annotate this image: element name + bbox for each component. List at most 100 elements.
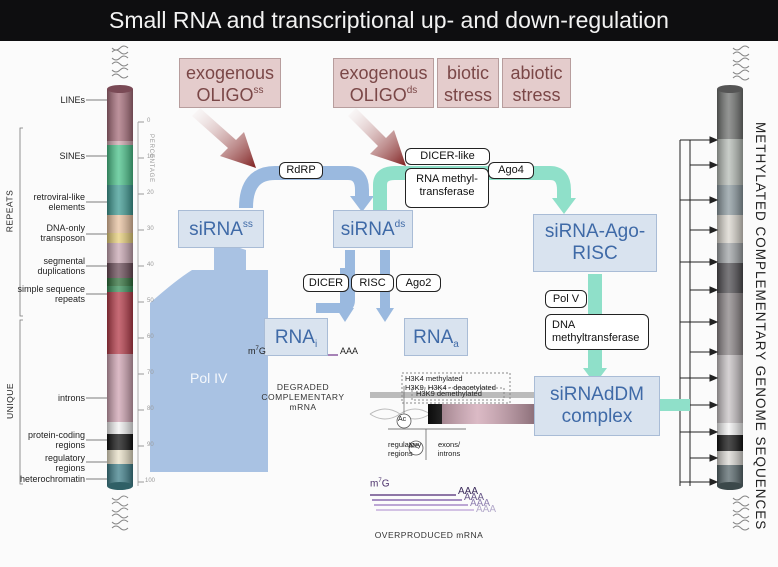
overproduced-cap-g: G xyxy=(381,478,390,490)
repeats-group-label: REPEATS xyxy=(4,189,15,233)
sirna-ss-main: siRNA xyxy=(189,219,243,240)
dna-methyltransferase-text: DNA methyltransferase xyxy=(552,319,640,344)
label-lines: LINEs xyxy=(60,95,85,105)
dna-strand-top-left xyxy=(111,45,129,79)
enzyme-ago2: Ago2 xyxy=(396,274,441,292)
rna-methyltransferase-text: RNA methyl-transferase xyxy=(416,173,478,198)
right-column-label: METHYLATED COMPLEMENTARY GENOME SEQUENCE… xyxy=(753,122,768,531)
enzyme-pol-v: Pol V xyxy=(545,290,587,308)
pol-iv-label: Pol IV xyxy=(190,370,228,386)
exons-introns-label: exons/ introns xyxy=(432,440,466,458)
overproduced-tail-4: AAA xyxy=(476,504,497,515)
siradm-line1: siRNAdDM xyxy=(550,384,644,405)
degraded-cap-m: m xyxy=(248,346,256,356)
rna-i-sub: i xyxy=(314,339,318,350)
overproduced-tail-1: AAA xyxy=(458,486,479,497)
ago-risc-line1: siRNA-Ago- xyxy=(544,221,646,242)
abiotic-line2: stress xyxy=(512,85,561,105)
enzyme-dicer: DICER xyxy=(303,274,349,292)
h3k4-line2: H3K9, H3K4 - deacetylated xyxy=(405,383,496,392)
rna-a-sub: a xyxy=(453,339,459,350)
rna-i-node: RNAi xyxy=(264,318,328,356)
sirna-ss-sup: ss xyxy=(242,219,253,230)
right-chromosome-column xyxy=(717,85,743,490)
label-protein-coding: protein-coding regions xyxy=(15,430,85,450)
exo-ds-sup: ds xyxy=(406,85,418,96)
dna-strand-bottom-left xyxy=(111,495,129,531)
biotic-line1: biotic xyxy=(446,63,490,83)
exo-ds-line2: OLIGOds xyxy=(334,84,433,110)
scale-tick-20: 20 xyxy=(147,190,154,196)
scale-tick-70: 70 xyxy=(147,370,154,376)
degraded-caption: DEGRADED COMPLEMENTARY mRNA xyxy=(261,382,345,412)
rna-a-node: RNAa xyxy=(404,318,468,356)
degraded-cap: m7G xyxy=(248,346,266,356)
scale-tick-40: 40 xyxy=(147,262,154,268)
exo-ss-oligo: OLIGO xyxy=(196,85,254,105)
rna-i-main: RNA xyxy=(274,327,315,348)
sirna-ago-risc-node: siRNA-Ago- RISC xyxy=(533,214,657,272)
label-segmental-text: segmental duplications xyxy=(37,256,85,276)
label-retroviral-text: retroviral-like elements xyxy=(33,192,85,212)
unique-group-label: UNIQUE xyxy=(5,382,16,420)
biotic-stress-box: biotic stress xyxy=(437,58,499,108)
page-title: Small RNA and transcriptional up- and do… xyxy=(0,0,778,41)
abiotic-line1: abiotic xyxy=(510,63,563,83)
scale-tick-30: 30 xyxy=(147,226,154,232)
h3k9-demethylated: H3K9 demethylated xyxy=(416,389,482,398)
label-dna-transposon: DNA-only transposon xyxy=(19,223,85,243)
pol-iv-flow xyxy=(150,248,268,472)
scale-tick-100: 100 xyxy=(145,478,156,484)
scale-tick-90: 90 xyxy=(147,442,154,448)
exo-ds-oligo: OLIGO xyxy=(349,85,407,105)
regulatory-regions-label: regulatory regions xyxy=(388,440,426,458)
exo-ss-sup: ss xyxy=(253,85,264,96)
overproduced-cap-m: m xyxy=(370,478,379,490)
me-marker: Me xyxy=(409,443,419,450)
enzyme-rdrp: RdRP xyxy=(279,162,323,179)
label-introns: introns xyxy=(57,393,85,403)
ac-marker: Ac xyxy=(398,416,407,423)
degraded-cap-g: G xyxy=(258,346,266,356)
exo-ss-line1: exogenous xyxy=(185,63,275,83)
label-simple-sequence-text: simple sequence repeats xyxy=(17,284,85,304)
exogenous-oligo-ss-box: exogenous OLIGOss xyxy=(179,58,281,108)
exogenous-oligo-ds-box: exogenous OLIGOds xyxy=(333,58,434,108)
flow-ss-to-ds xyxy=(239,166,369,209)
enzyme-risc: RISC xyxy=(351,274,394,292)
group-brackets xyxy=(19,127,23,485)
label-protein-coding-text: protein-coding regions xyxy=(27,430,85,450)
sirna-ds-main: siRNA xyxy=(340,219,395,240)
left-chromosome-column xyxy=(107,85,133,490)
ago-risc-line2: RISC xyxy=(572,243,618,264)
label-sines: SINEs xyxy=(59,151,85,161)
scale-tick-0: 0 xyxy=(147,118,151,124)
label-retroviral: retroviral-like elements xyxy=(15,192,85,212)
scale-tick-10: 10 xyxy=(147,154,154,160)
histone-dna-graphic xyxy=(369,372,560,460)
rna-a-main: RNA xyxy=(413,327,454,348)
label-regulatory: regulatory regions xyxy=(25,453,85,473)
red-arrow-exo-ss xyxy=(192,108,256,168)
h3k4-line1: H3K4 methylated xyxy=(405,374,463,383)
label-leaders xyxy=(86,99,107,480)
label-simple-sequence: simple sequence repeats xyxy=(9,284,85,304)
overproduced-mrna-graphic xyxy=(370,494,474,511)
overproduced-tail-2: AAA xyxy=(464,492,485,503)
regulatory-regions-text: regulatory regions xyxy=(388,440,422,458)
sirna-ss-node: siRNAss xyxy=(178,210,264,248)
sirna-ds-sup: ds xyxy=(394,219,406,230)
label-segmental: segmental duplications xyxy=(23,256,85,276)
label-regulatory-text: regulatory regions xyxy=(44,453,85,473)
exo-ds-line1: exogenous xyxy=(339,63,428,83)
enzyme-dicer-like: DICER-like xyxy=(405,148,490,165)
siradm-line2: complex xyxy=(561,406,633,427)
dna-strand-top-right xyxy=(732,45,750,81)
overproduced-caption: OVERPRODUCED mRNA xyxy=(374,530,484,540)
degraded-cap-sup: 7 xyxy=(255,346,259,352)
label-heterochromatin: heterochromatin xyxy=(19,474,85,484)
right-arrow-bus xyxy=(679,136,719,486)
label-dna-transposon-text: DNA-only transposon xyxy=(40,223,85,243)
dna-strand-bottom-right xyxy=(732,495,750,531)
overproduced-tail-3: AAA xyxy=(470,498,491,509)
